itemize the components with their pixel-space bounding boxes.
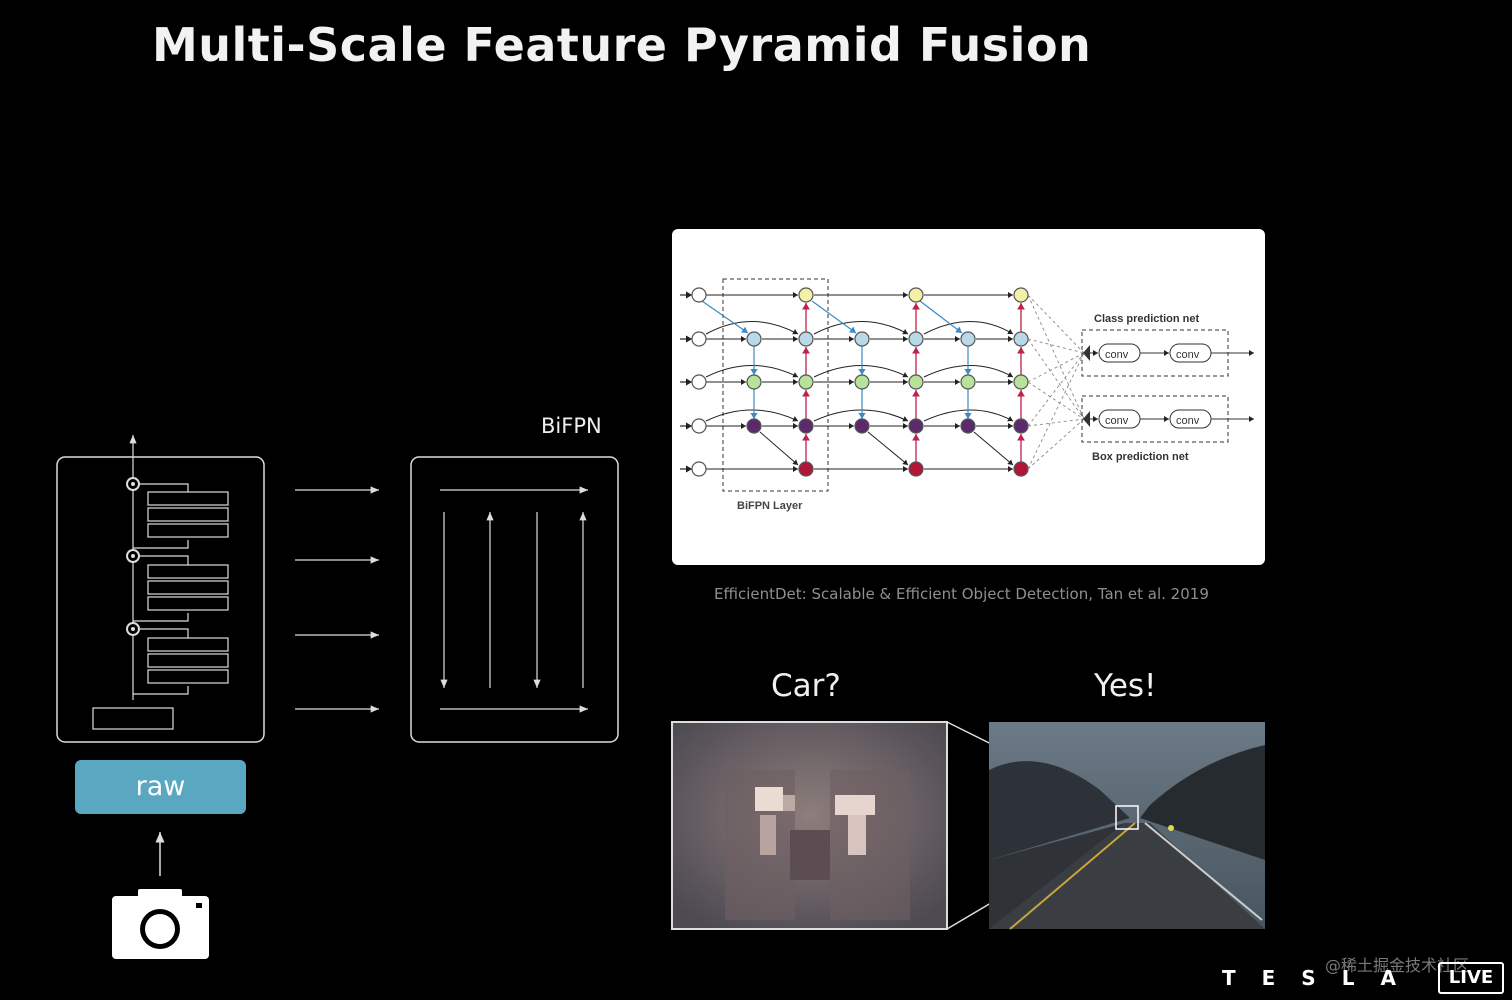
bifpn-box xyxy=(410,456,619,743)
car-question-label: Car? xyxy=(771,668,841,704)
road-scene-image xyxy=(989,722,1265,930)
conv-label: conv xyxy=(1105,415,1129,427)
watermark-text: @稀土掘金技术社区 xyxy=(1325,956,1470,975)
bifpn-layer-label: BiFPN Layer xyxy=(737,500,803,512)
pixelated-car-crop xyxy=(671,721,948,930)
figure-caption: EfficientDet: Scalable & Efficient Objec… xyxy=(714,585,1209,603)
slide-title: Multi-Scale Feature Pyramid Fusion xyxy=(152,18,1092,72)
backbone-box xyxy=(56,456,265,743)
tesla-logo-text: TESLA xyxy=(1222,966,1422,990)
box-net-label: Box prediction net xyxy=(1092,451,1189,463)
live-badge: LIVE xyxy=(1438,962,1504,994)
efficientdet-figure: BiFPN Layer xyxy=(672,229,1265,565)
conv-label: conv xyxy=(1105,349,1129,361)
conv-label: conv xyxy=(1176,349,1200,361)
bifpn-network-diagram: BiFPN Layer xyxy=(680,278,1254,512)
bifpn-label: BiFPN xyxy=(541,414,602,438)
car-answer-label: Yes! xyxy=(1094,668,1157,704)
raw-input-box: raw xyxy=(75,760,246,814)
camera-icon xyxy=(112,889,209,959)
class-net-label: Class prediction net xyxy=(1094,313,1199,325)
conv-label: conv xyxy=(1176,415,1200,427)
